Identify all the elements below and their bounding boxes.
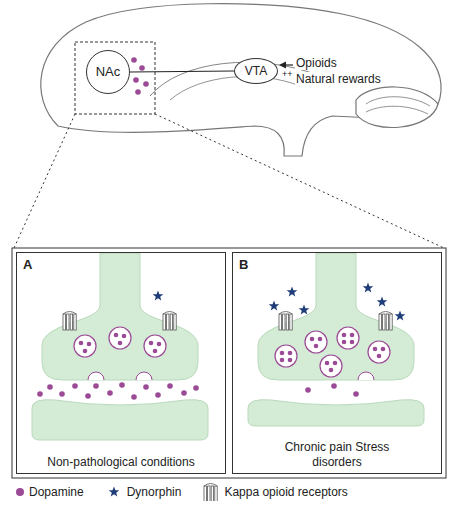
panel-box: B Chronic pain Stress disorders	[232, 252, 442, 474]
panel-caption: Chronic pain Stress disorders	[282, 440, 392, 469]
legend-swatch	[16, 488, 24, 496]
synapse-b	[248, 253, 424, 426]
legend-item: Kappa opioid receptors	[203, 483, 347, 501]
zoom-box	[75, 42, 155, 114]
region-ellipse: NAc	[86, 50, 130, 94]
effect-sign: ++	[281, 69, 294, 80]
panel-caption: Non-pathological conditions	[23, 455, 219, 469]
zoom-leader	[155, 114, 444, 248]
region-ellipse: VTA	[234, 58, 278, 84]
panel-box: A Non-pathological conditions	[16, 252, 226, 474]
input-label: Natural rewards	[295, 72, 382, 86]
star-symbol	[106, 483, 122, 501]
panel-frame	[12, 248, 446, 478]
synapse-a	[32, 253, 208, 440]
region-label: NAc	[96, 64, 121, 80]
projection-line	[130, 71, 234, 72]
panel-letter: B	[239, 257, 248, 273]
legend-text: Kappa opioid receptors	[224, 485, 347, 499]
input-label: Opioids	[295, 56, 338, 70]
brain-outline	[41, 4, 441, 156]
region-label: VTA	[245, 64, 267, 78]
input-arrow	[279, 62, 293, 69]
legend: Dopamine Dynorphin Kappa opioid receptors	[16, 483, 370, 501]
dopamine-dots	[131, 57, 149, 95]
legend-text: Dynorphin	[127, 485, 182, 499]
legend-item: Dopamine	[16, 485, 84, 499]
legend-item: Dynorphin	[106, 483, 182, 501]
panel-letter: A	[23, 257, 32, 273]
receptor-symbol	[203, 483, 219, 501]
legend-text: Dopamine	[29, 485, 84, 499]
zoom-leader	[14, 114, 75, 248]
